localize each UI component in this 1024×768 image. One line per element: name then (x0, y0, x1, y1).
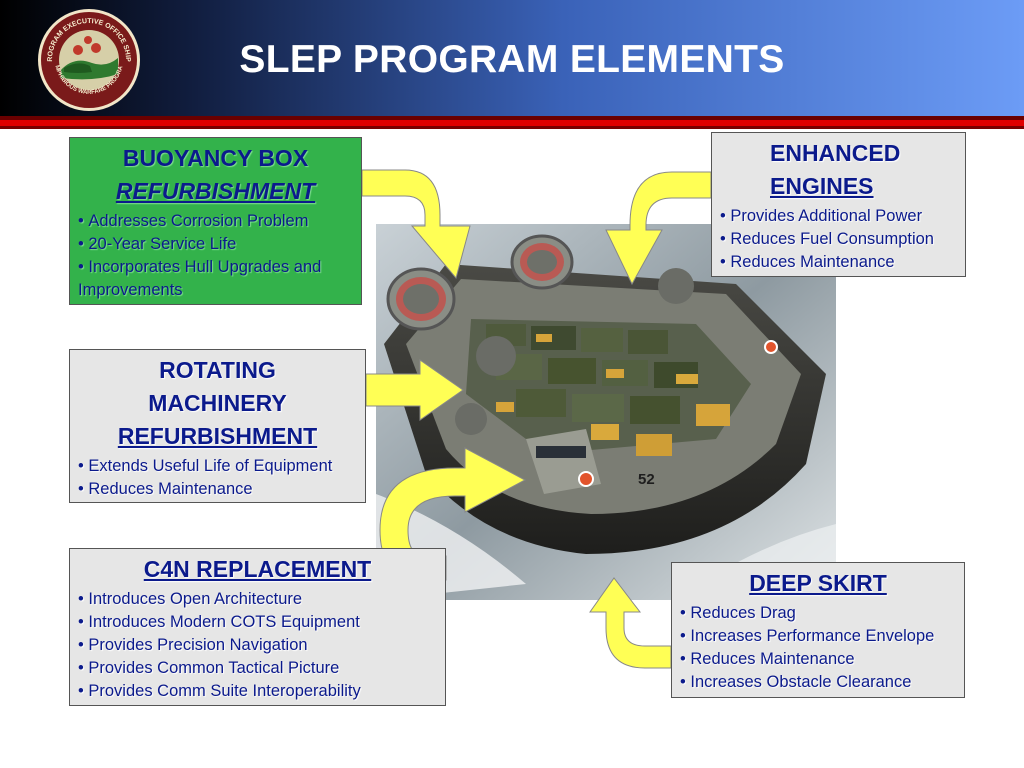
rotating-title-line3: REFURBISHMENT (117, 423, 318, 449)
deep-skirt-list: Reduces Drag Increases Performance Envel… (680, 602, 956, 694)
hovercraft-photo: 52 (376, 224, 836, 600)
list-item: Reduces Drag (680, 602, 956, 625)
rotating-machinery-panel: ROTATING MACHINERY REFURBISHMENT Extends… (69, 349, 366, 503)
list-item: Addresses Corrosion Problem (78, 210, 353, 233)
rotating-title-line1: ROTATING (159, 357, 276, 383)
program-seal-logo: PROGRAM EXECUTIVE OFFICE SHIPS AMPHIBIOU… (34, 8, 140, 111)
list-item: Reduces Fuel Consumption (720, 228, 957, 251)
buoyancy-box-title: BUOYANCY BOX (122, 145, 309, 171)
list-item: Provides Additional Power (720, 205, 957, 228)
list-item: Reduces Maintenance (720, 251, 957, 274)
c4n-title: C4N REPLACEMENT (143, 556, 372, 582)
buoyancy-box-panel: BUOYANCY BOX REFURBISHMENT Addresses Cor… (69, 137, 362, 305)
list-item: 20-Year Service Life (78, 233, 353, 256)
rotating-title-line2: MACHINERY (148, 390, 287, 416)
list-item: Increases Performance Envelope (680, 625, 956, 648)
engines-list: Provides Additional Power Reduces Fuel C… (720, 205, 957, 274)
list-item: Reduces Maintenance (78, 478, 357, 501)
list-item: Reduces Maintenance (680, 648, 956, 671)
buoyancy-box-list: Addresses Corrosion Problem 20-Year Serv… (78, 210, 353, 302)
slide-title: SLEP PROGRAM ELEMENTS (239, 38, 785, 81)
list-item: Extends Useful Life of Equipment (78, 455, 357, 478)
list-item: Increases Obstacle Clearance (680, 671, 956, 694)
list-item: Introduces Open Architecture (78, 588, 437, 611)
title-banner (0, 0, 1024, 116)
engines-subtitle: ENGINES (770, 173, 874, 199)
engines-panel: ENHANCED ENGINES Provides Additional Pow… (711, 132, 966, 277)
header-rule-red (0, 120, 1024, 126)
buoyancy-box-subtitle: REFURBISHMENT (115, 178, 316, 204)
deep-skirt-panel: DEEP SKIRT Reduces Drag Increases Perfor… (671, 562, 965, 698)
deep-skirt-title: DEEP SKIRT (749, 570, 887, 596)
list-item: Provides Common Tactical Picture (78, 657, 437, 680)
c4n-list: Introduces Open Architecture Introduces … (78, 588, 437, 703)
list-item: Incorporates Hull Upgrades and Improveme… (78, 256, 353, 302)
list-item: Provides Precision Navigation (78, 634, 437, 657)
cargo-vehicles (486, 324, 730, 456)
rotating-list: Extends Useful Life of Equipment Reduces… (78, 455, 357, 501)
list-item: Introduces Modern COTS Equipment (78, 611, 437, 634)
propeller-shrouds (386, 234, 574, 331)
hull-number: 52 (638, 471, 655, 488)
engines-title: ENHANCED (770, 140, 901, 166)
c4n-replacement-panel: C4N REPLACEMENT Introduces Open Architec… (69, 548, 446, 706)
list-item: Provides Comm Suite Interoperability (78, 680, 437, 703)
header-rule-dark-bottom (0, 126, 1024, 129)
header-rule-dark (0, 116, 1024, 120)
